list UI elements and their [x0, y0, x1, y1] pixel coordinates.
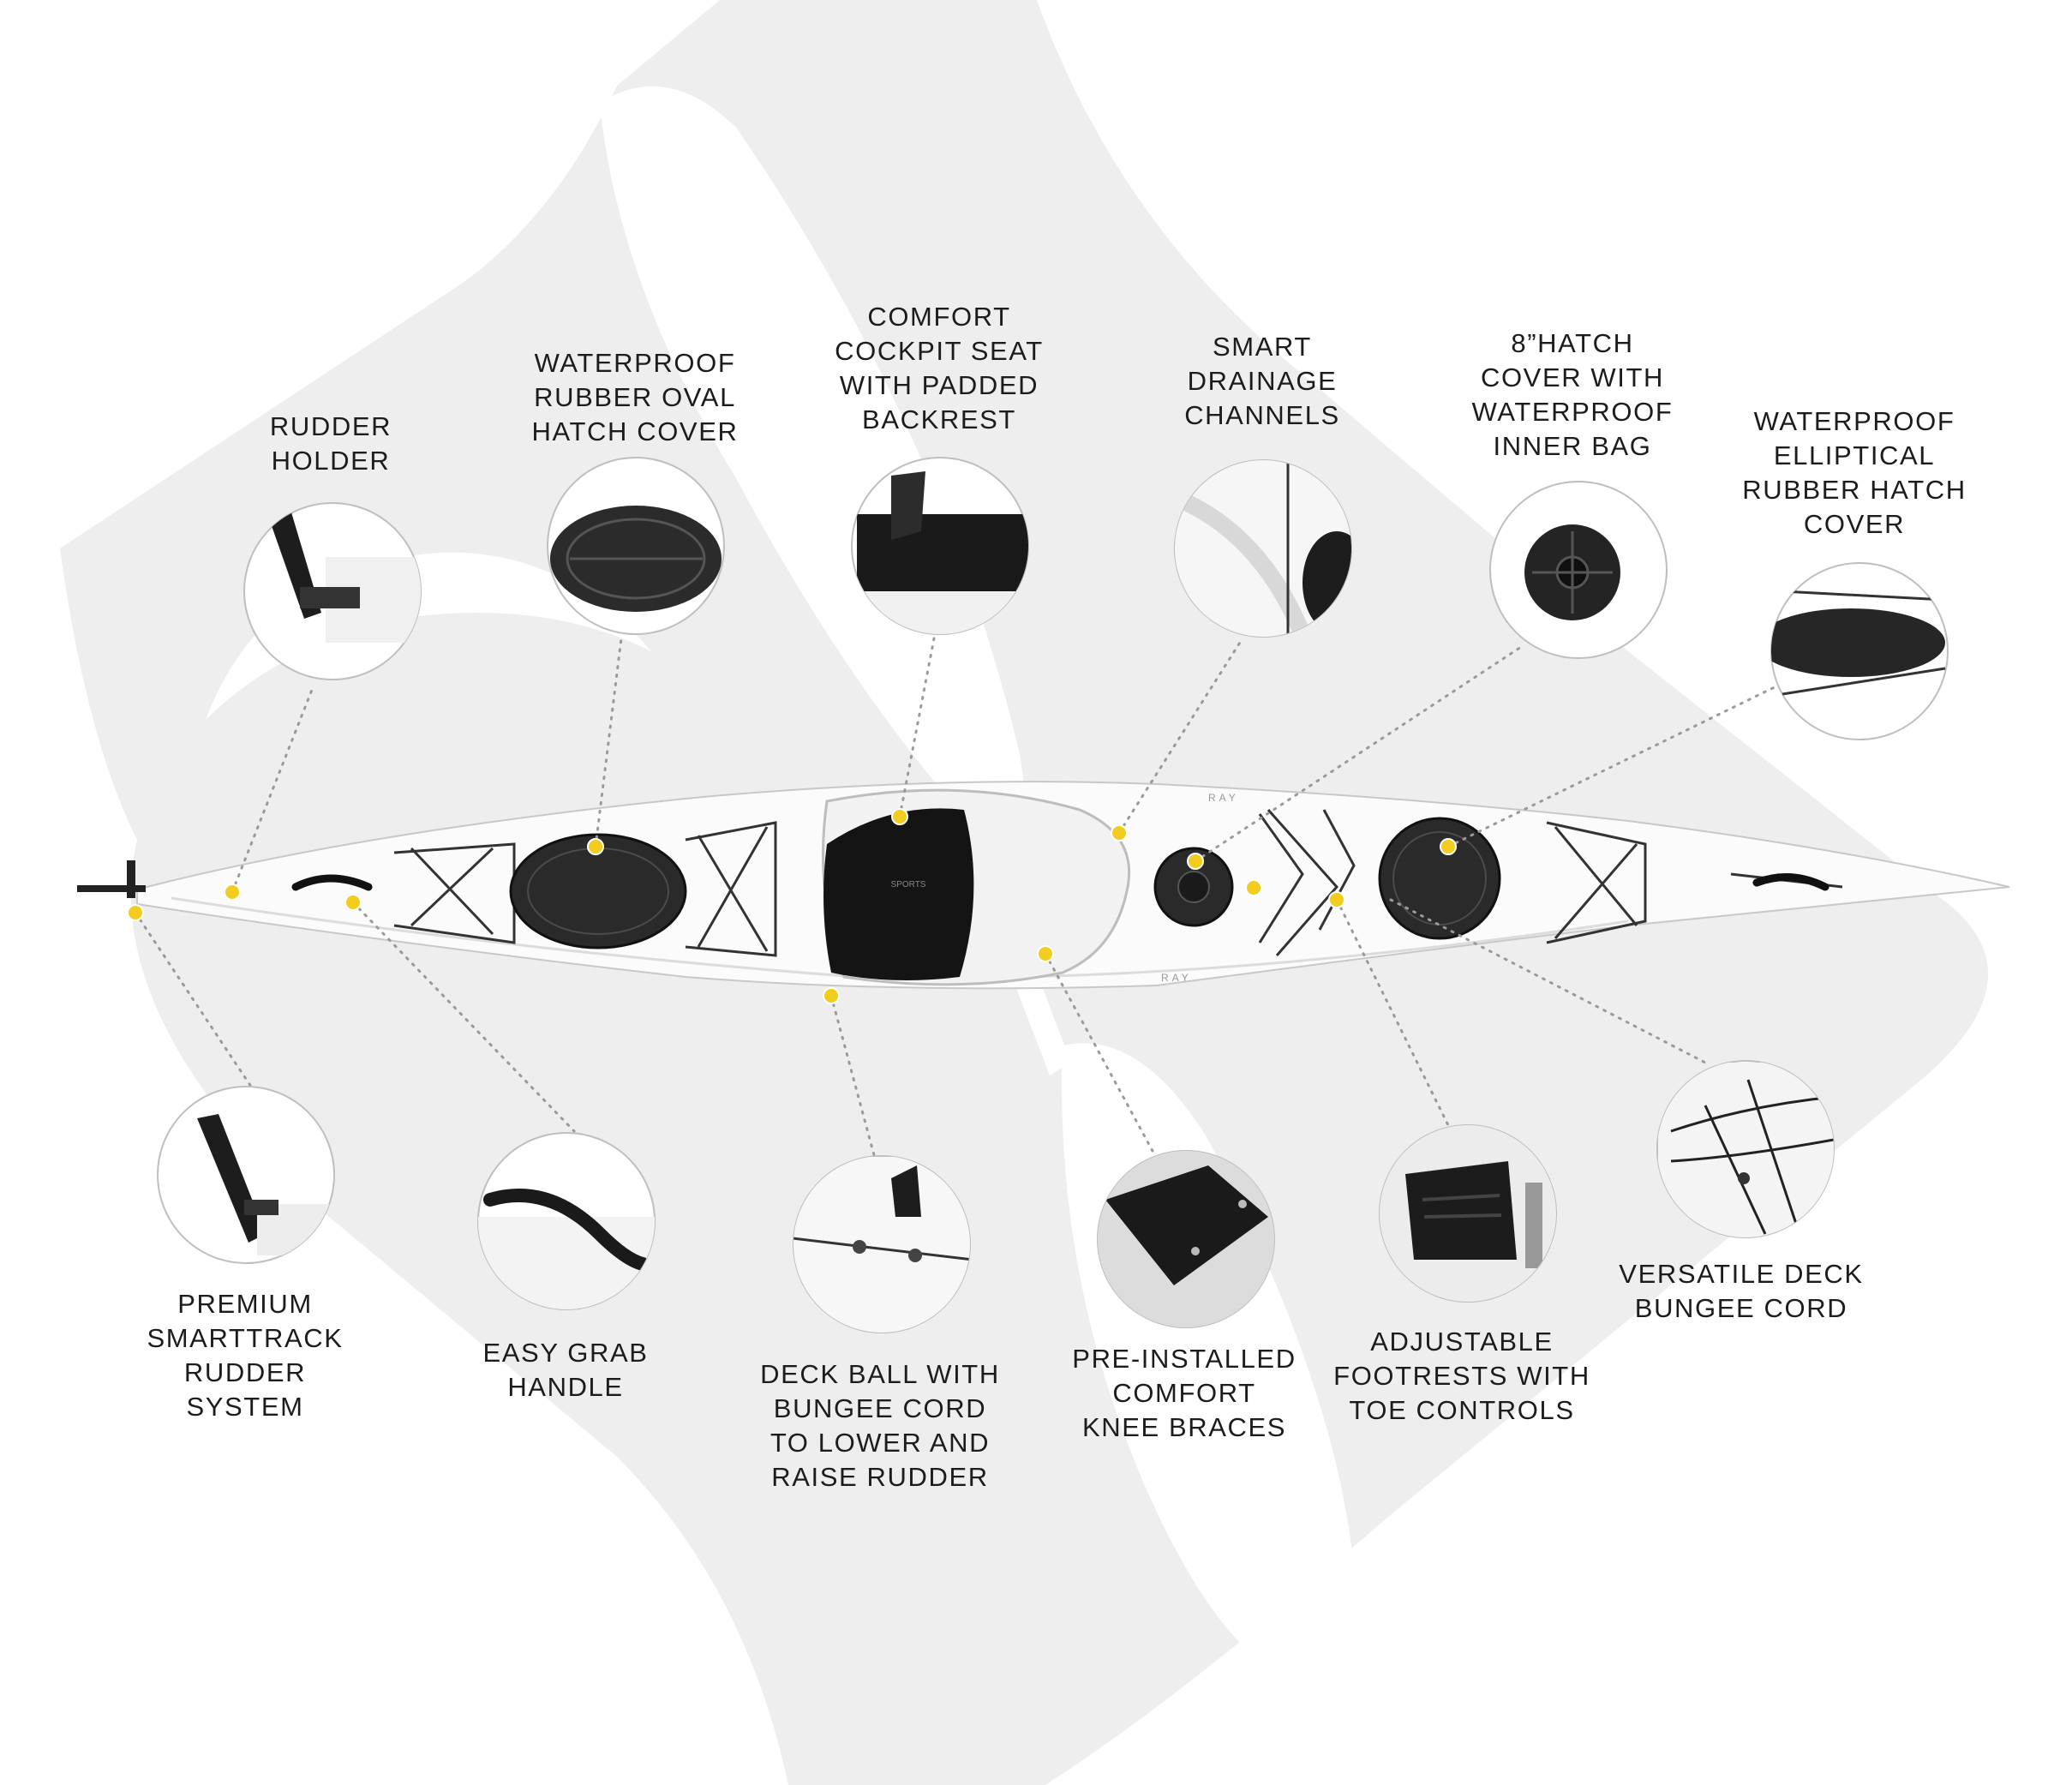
- callout-hatch-8in: [1489, 481, 1668, 659]
- label-hatch-8in: 8”HATCH COVER WITH WATERPROOF INNER BAG: [1471, 328, 1674, 461]
- rudder-blade: [77, 885, 146, 892]
- hotspot-rudder-system[interactable]: [127, 904, 144, 921]
- hotspot-cockpit-seat[interactable]: [891, 808, 908, 825]
- callout-deck-ball: [793, 1155, 971, 1333]
- callout-oval-hatch: [547, 457, 725, 635]
- callout-knee-braces: [1097, 1150, 1275, 1328]
- cockpit-seat: [823, 808, 974, 980]
- watermark-paddle-blade-left: [600, 86, 1024, 842]
- callout-footrests: [1379, 1124, 1557, 1303]
- label-cockpit-seat: COMFORT COCKPIT SEAT WITH PADDED BACKRES…: [835, 302, 1044, 434]
- callout-elliptical-hatch: [1770, 562, 1949, 740]
- kayak: SPORTS RAY RAY: [77, 781, 2010, 990]
- hotspot-oval-hatch[interactable]: [587, 838, 604, 855]
- hotspot-grab-handle[interactable]: [344, 894, 362, 911]
- label-grab-handle: EASY GRAB HANDLE: [482, 1338, 649, 1402]
- stern-grab-handle: [291, 874, 373, 891]
- callout-drainage: [1174, 459, 1352, 638]
- label-bungee: VERSATILE DECK BUNGEE CORD: [1619, 1259, 1864, 1323]
- hotspot-dots: [127, 808, 1457, 1004]
- hull-brand-text-top: RAY: [1208, 792, 1239, 804]
- label-footrests: ADJUSTABLE FOOTRESTS WITH TOE CONTROLS: [1333, 1327, 1590, 1425]
- label-elliptical-hatch: WATERPROOF ELLIPTICAL RUBBER HATCH COVER: [1742, 406, 1967, 539]
- seat-brand-text: SPORTS: [891, 880, 926, 890]
- callout-bungee: [1656, 1060, 1835, 1238]
- label-rudder-holder: RUDDER HOLDER: [269, 411, 392, 476]
- callout-rudder-system: [157, 1086, 335, 1264]
- hull-brand-text-bottom: RAY: [1161, 972, 1192, 984]
- leader-lines: [134, 637, 1788, 1157]
- bow-grab-handle: [1752, 873, 1829, 891]
- label-deck-ball: DECK BALL WITH BUNGEE CORD TO LOWER AND …: [760, 1359, 1000, 1492]
- label-knee-braces: PRE-INSTALLED COMFORT KNEE BRACES: [1072, 1344, 1296, 1442]
- label-oval-hatch: WATERPROOF RUBBER OVAL HATCH COVER: [531, 348, 739, 446]
- rudder-post: [127, 860, 135, 898]
- callout-rudder-holder: [243, 502, 422, 680]
- hotspot-hatch-8in[interactable]: [1187, 853, 1204, 870]
- oval-hatch-cover: [509, 833, 687, 949]
- hotspot-deck-ball[interactable]: [823, 987, 840, 1004]
- hotspot-drainage[interactable]: [1111, 824, 1128, 842]
- hotspot-rudder-holder[interactable]: [224, 884, 241, 901]
- callout-grab-handle: [477, 1132, 656, 1310]
- hotspot-bungee[interactable]: [1245, 879, 1262, 896]
- hotspot-footrests[interactable]: [1328, 891, 1345, 908]
- label-rudder-system: PREMIUM SMARTTRACK RUDDER SYSTEM: [147, 1289, 344, 1422]
- hotspot-elliptical-hatch[interactable]: [1440, 838, 1457, 855]
- elliptical-hatch-rim: [1392, 831, 1487, 925]
- round-hatch-inner: [1177, 871, 1210, 903]
- label-drainage: SMART DRAINAGE CHANNELS: [1184, 332, 1340, 430]
- hotspot-knee-braces[interactable]: [1037, 945, 1054, 962]
- elliptical-hatch-cover: [1378, 817, 1501, 940]
